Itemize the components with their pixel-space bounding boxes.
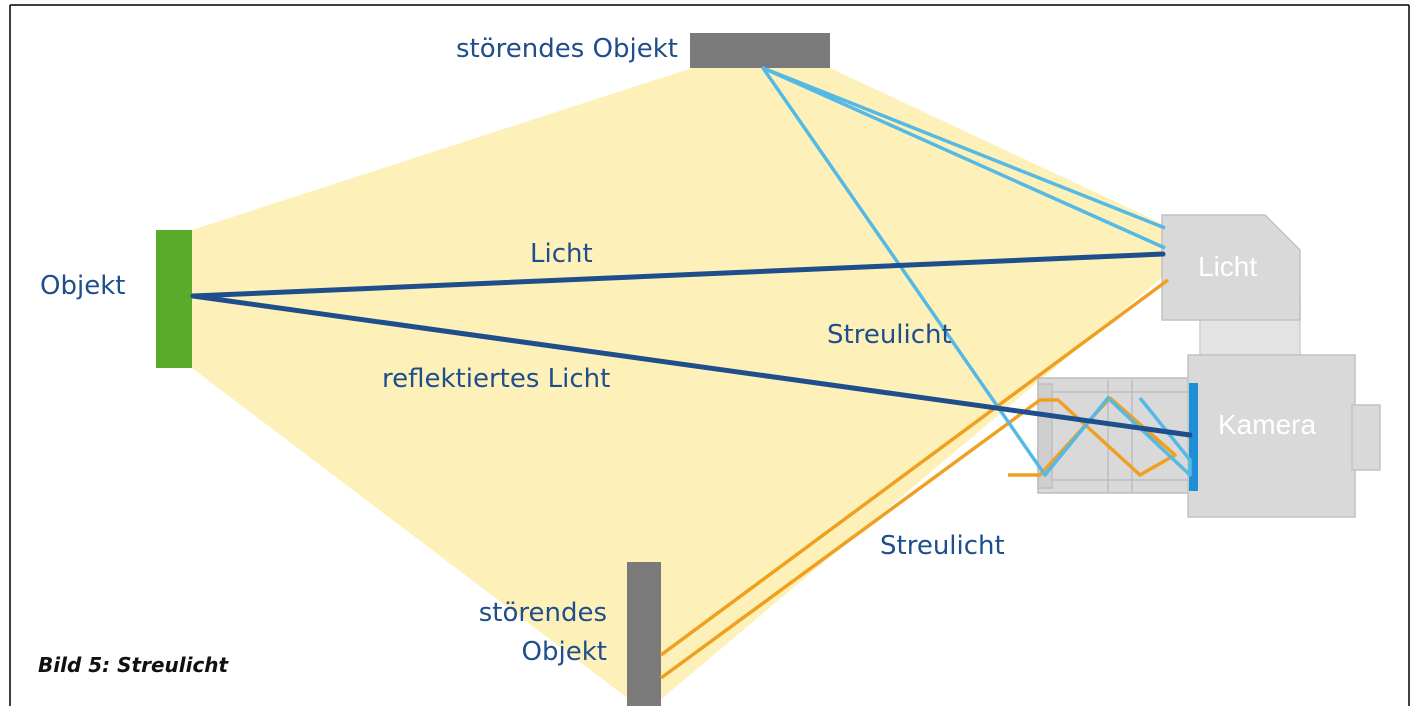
label-camera: Kamera	[1218, 409, 1316, 440]
reflected-light-ray	[190, 293, 1193, 438]
label-streulicht-lower: Streulicht	[880, 531, 1005, 561]
camera-sensor	[1189, 383, 1198, 491]
disturbing-object-bottom	[627, 562, 661, 706]
label-streulicht-upper: Streulicht	[827, 320, 952, 350]
label-disturbing-bottom-2: Objekt	[522, 637, 607, 667]
label-licht-ray: Licht	[530, 239, 593, 269]
camera-lens	[1037, 377, 1194, 494]
label-disturbing-top: störendes Objekt	[456, 34, 678, 64]
object-target	[156, 230, 192, 368]
light-ray	[190, 251, 1166, 299]
light-device	[1161, 214, 1301, 361]
label-disturbing-bottom-1: störendes	[479, 598, 607, 628]
disturbing-object-top	[690, 33, 830, 68]
figure-caption: Bild 5: Streulicht	[38, 653, 229, 677]
label-light-device: Licht	[1198, 251, 1257, 282]
label-reflected-light: reflektiertes Licht	[382, 364, 610, 394]
stray-ray-orange	[659, 278, 1177, 680]
main-rays	[190, 251, 1193, 438]
label-objekt: Objekt	[40, 271, 125, 301]
light-cone	[192, 68, 1165, 700]
